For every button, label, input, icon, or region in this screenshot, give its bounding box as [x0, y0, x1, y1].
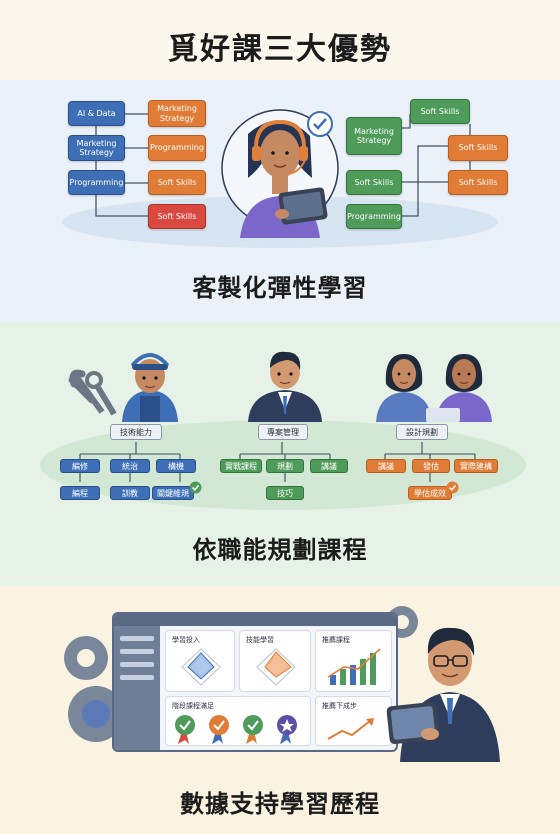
- right-box-softskills: Soft Skills: [346, 170, 402, 195]
- trend-arrow-icon: [327, 718, 374, 740]
- section2-title: 依職能規劃課程: [192, 536, 368, 564]
- left-box-ai-data: AI & Data: [68, 101, 125, 126]
- tree1-check-icon: [189, 481, 202, 494]
- engineer-illustration: [68, 353, 178, 422]
- section3-title: 數據支持學習歷程: [180, 790, 380, 818]
- left-box-marketing: Marketing Strategy: [68, 135, 125, 161]
- tree3-row1-c: 實際建構: [454, 459, 498, 473]
- tree3-check-icon: [446, 481, 459, 494]
- badges-icon: [175, 715, 297, 744]
- panel-stage-course: 階段課程滿足: [165, 696, 311, 746]
- section2-connectors: [79, 442, 476, 482]
- tree3-row1-b: 發估: [412, 459, 450, 473]
- mid-box-marketing: Marketing Strategy: [148, 100, 206, 127]
- far-box-softskills-3: Soft Skills: [448, 170, 508, 195]
- panel-learning-input: 學習投入: [165, 630, 235, 692]
- far-box-softskills-1: Soft Skills: [410, 99, 470, 124]
- check-icon: [307, 111, 333, 137]
- tree1-row1-b: 統治: [110, 459, 150, 473]
- tree2-row1-b: 規劃: [266, 459, 304, 473]
- tree2-row2-a: 技巧: [266, 486, 304, 500]
- panel-skill-learning: 技能學習: [239, 630, 311, 692]
- tree1-head: 技術能力: [110, 424, 162, 440]
- main-title: 覓好課三大優勢: [168, 32, 392, 67]
- designers-illustration: [376, 354, 492, 422]
- window-sidebar: [114, 626, 160, 750]
- far-box-softskills-2: Soft Skills: [448, 135, 508, 161]
- section1-title: 客製化彈性學習: [192, 274, 368, 302]
- tree3-row1-a: 講議: [366, 459, 406, 473]
- tree1-row2-b: 訓教: [110, 486, 150, 500]
- left-box-programming: Programming: [68, 170, 125, 195]
- tree1-row1-a: 編修: [60, 459, 100, 473]
- learner-illustration: [221, 109, 339, 238]
- tree2-head: 專案管理: [258, 424, 308, 440]
- radar-chart-orange: [256, 648, 296, 686]
- window-titlebar: [114, 614, 396, 626]
- right-box-programming: Programming: [346, 204, 402, 229]
- mid-box-softskills-2: Soft Skills: [148, 204, 206, 229]
- bar-chart-icon: [327, 648, 381, 685]
- panel-next-step: 推薦下成步: [315, 696, 392, 746]
- radar-chart-blue: [181, 648, 221, 686]
- tree2-row1-a: 實戰課程: [220, 459, 262, 473]
- analyst-illustration: [386, 627, 500, 762]
- mid-box-softskills-1: Soft Skills: [148, 170, 206, 195]
- gear-icon: [64, 636, 124, 742]
- tree2-row1-c: 講議: [310, 459, 348, 473]
- tree3-head: 設計規劃: [396, 424, 448, 440]
- tree1-row2-a: 編程: [60, 486, 100, 500]
- panel-recommend-course: 推薦課程: [315, 630, 392, 692]
- manager-illustration: [248, 351, 322, 422]
- mid-box-programming: Programming: [148, 135, 206, 161]
- tree1-row1-c: 構機: [156, 459, 196, 473]
- right-box-marketing: Marketing Strategy: [346, 117, 402, 155]
- tree1-row2-c: 關鍵維規: [152, 486, 194, 500]
